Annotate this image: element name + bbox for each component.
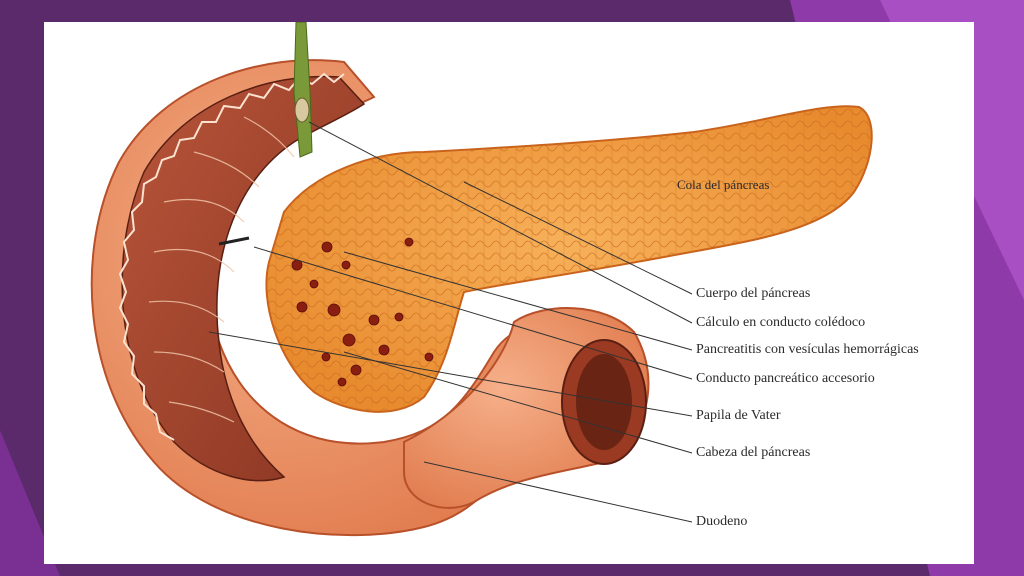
hemorrhagic-vesicles bbox=[291, 237, 434, 387]
label-body: Cuerpo del páncreas bbox=[696, 286, 811, 301]
label-tail: Cola del páncreas bbox=[677, 177, 770, 192]
pancreas-illustration bbox=[90, 22, 873, 537]
label-head: Cabeza del páncreas bbox=[696, 445, 811, 460]
diagram-canvas: Cola del páncreas Cuerpo del páncreas Cá… bbox=[44, 22, 974, 564]
mucosa-rim bbox=[118, 72, 345, 441]
papilla-probe bbox=[218, 236, 250, 246]
duodenum-mucosa bbox=[121, 75, 366, 482]
label-papilla: Papila de Vater bbox=[696, 408, 781, 423]
label-accessory-duct: Conducto pancreático accesorio bbox=[696, 371, 875, 386]
bile-duct bbox=[293, 22, 313, 158]
label-pancreatitis: Pancreatitis con vesículas hemorrágicas bbox=[696, 342, 919, 357]
label-duodenum: Duodeno bbox=[696, 514, 748, 529]
mucosa-folds bbox=[148, 116, 295, 423]
duodenum-lumen-inner bbox=[576, 354, 632, 450]
label-calculus: Cálculo en conducto colédoco bbox=[696, 315, 866, 330]
bile-duct-calculus bbox=[294, 97, 310, 123]
leader-lines bbox=[208, 121, 693, 523]
